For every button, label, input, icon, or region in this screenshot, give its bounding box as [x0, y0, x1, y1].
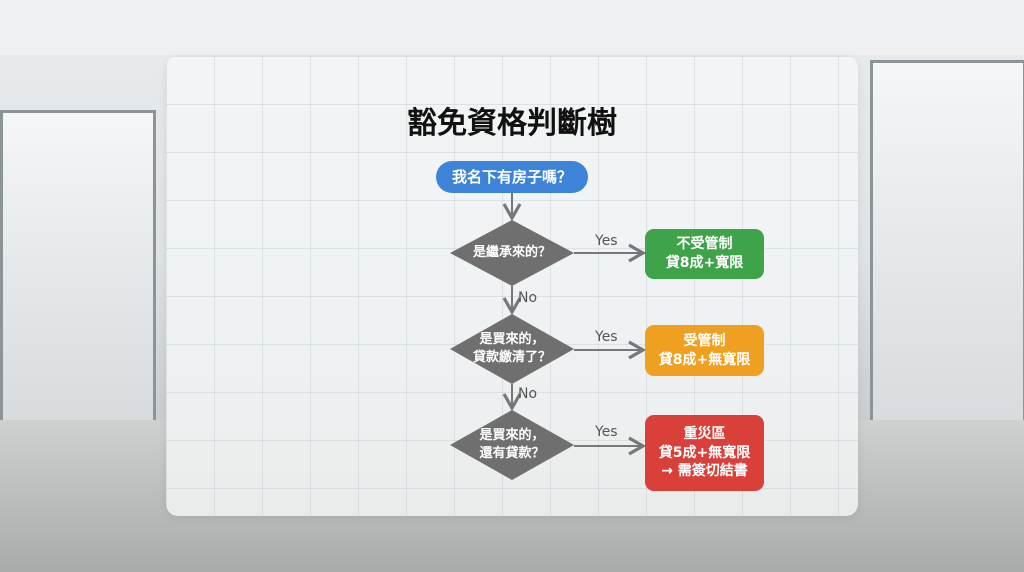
outcome-line: 貸8成+無寬限: [658, 351, 751, 368]
decision-2-text: 是買來的， 貸款繳清了？: [450, 330, 574, 368]
yes-label-2: Yes: [595, 329, 618, 345]
decision-diamond-1: [450, 220, 574, 286]
outcome-line: → 需簽切結書: [661, 463, 748, 480]
outcome-line: 貸8成+寬限: [665, 255, 744, 271]
start-text: 我名下有房子嗎？: [451, 167, 572, 186]
no-label-2: No: [518, 386, 538, 402]
decision-diamond-2: [450, 314, 574, 384]
decision-3-text: 是買來的， 還有貸款？: [450, 426, 574, 464]
background-window-left: [0, 110, 156, 436]
start-node: 我名下有房子嗎？: [436, 161, 588, 193]
outcome-regulated: 受管制 貸8成+無寬限: [645, 325, 764, 376]
outcome-heavily-affected: 重災區 貸5成+無寬限 → 需簽切結書: [645, 415, 764, 491]
outcome-not-regulated: 不受管制 貸8成+寬限: [645, 229, 764, 279]
decision-line: 是繼承來的？: [472, 245, 551, 261]
decision-1-text: 是繼承來的？: [450, 240, 574, 266]
decision-diamond-3: [450, 410, 574, 480]
decision-line: 還有貸款？: [479, 446, 545, 461]
background-ceiling: [0, 0, 1024, 55]
decision-line: 貸款繳清了？: [472, 350, 551, 365]
decision-line: 是買來的，: [479, 332, 545, 348]
diagram-title: 豁免資格判斷樹: [407, 106, 617, 141]
decision-line: 是買來的，: [479, 428, 545, 444]
outcome-line: 重災區: [683, 425, 726, 442]
yes-label-1: Yes: [595, 233, 618, 249]
outcome-line: 貸5成+無寬限: [658, 444, 751, 461]
outcome-line: 受管制: [683, 332, 726, 349]
no-label-1: No: [518, 290, 538, 306]
yes-label-3: Yes: [595, 424, 618, 440]
outcome-line: 不受管制: [676, 236, 733, 253]
